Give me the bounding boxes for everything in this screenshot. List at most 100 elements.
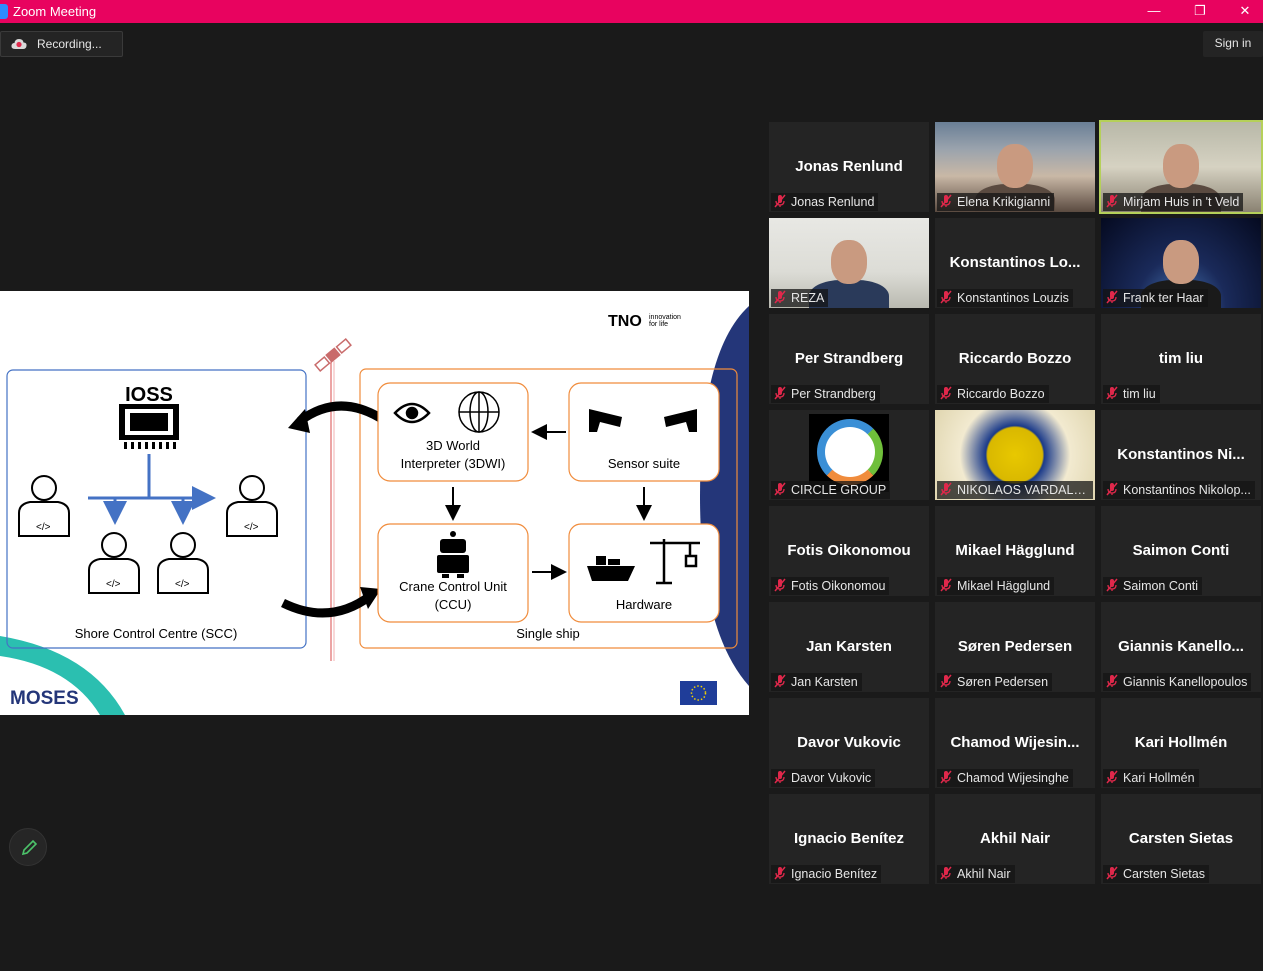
- teal-arc-decoration: [0, 636, 125, 715]
- operator-icon: </> </> </> </>: [18, 475, 278, 594]
- participant-name: Per Strandberg: [791, 387, 876, 401]
- participant-tile[interactable]: tim liu tim liu: [1101, 314, 1261, 404]
- sensor-box: [568, 382, 720, 482]
- participant-name-label: Elena Krikigianni: [937, 193, 1055, 211]
- muted-mic-icon: [940, 290, 952, 304]
- participant-display-name: Ignacio Benítez: [793, 830, 905, 847]
- minimize-button[interactable]: —: [1147, 3, 1161, 18]
- scc-label: Shore Control Centre (SCC): [75, 626, 238, 641]
- participant-display-name: Jonas Renlund: [795, 158, 903, 175]
- participant-name: Carsten Sietas: [1123, 867, 1205, 881]
- participant-display-name: Saimon Conti: [1132, 542, 1230, 559]
- participant-display-name: tim liu: [1158, 350, 1204, 367]
- recording-indicator[interactable]: Recording...: [0, 31, 123, 57]
- participant-tile[interactable]: NIKOLAOS VARDALA...: [935, 410, 1095, 500]
- participant-name-label: Riccardo Bozzo: [937, 385, 1049, 403]
- curved-arrow-to-scc: [297, 401, 388, 425]
- participant-display-name: Kari Hollmén: [1134, 734, 1228, 751]
- participant-display-name: Jan Karsten: [806, 638, 892, 655]
- navy-arc-decoration: [700, 306, 749, 686]
- globe-icon: [458, 391, 500, 433]
- participant-display-name: Chamod Wijesin...: [950, 734, 1080, 751]
- participant-name: NIKOLAOS VARDALA...: [957, 483, 1093, 497]
- muted-mic-icon: [1106, 482, 1118, 496]
- participant-name-label: Saimon Conti: [1103, 577, 1203, 595]
- svg-text:</>: </>: [244, 522, 259, 533]
- participant-tile[interactable]: Konstantinos Ni...Konstantinos Nikolop..…: [1101, 410, 1261, 500]
- participant-tile[interactable]: Frank ter Haar: [1101, 218, 1261, 308]
- participant-name-label: Konstantinos Louzis: [937, 289, 1073, 307]
- muted-mic-icon: [940, 386, 952, 400]
- participant-tile[interactable]: Giannis Kanello...Giannis Kanellopoulos: [1101, 602, 1261, 692]
- participant-name-label: Giannis Kanellopoulos: [1103, 673, 1252, 691]
- participant-name: Giannis Kanellopoulos: [1123, 675, 1248, 689]
- muted-mic-icon: [774, 674, 786, 688]
- svg-text:</>: </>: [175, 579, 190, 590]
- participant-tile[interactable]: Konstantinos Lo... Konstantinos Louzis: [935, 218, 1095, 308]
- participant-name: REZA: [791, 291, 825, 305]
- participant-name: Elena Krikigianni: [957, 195, 1051, 209]
- sign-in-button[interactable]: Sign in: [1203, 31, 1263, 57]
- muted-mic-icon: [1106, 674, 1118, 688]
- window-titlebar: Zoom Meeting — ❐ ✕: [0, 0, 1263, 23]
- participant-name: Mikael Hägglund: [957, 579, 1051, 593]
- participant-name: Mirjam Huis in 't Veld: [1123, 195, 1240, 209]
- participant-name: Søren Pedersen: [957, 675, 1049, 689]
- zoom-logo-icon: [0, 4, 8, 19]
- participant-tile[interactable]: CIRCLE GROUP: [769, 410, 929, 500]
- crane-icon: [650, 539, 700, 585]
- participant-name-label: Chamod Wijesinghe: [937, 769, 1073, 787]
- participant-name-label: Ignacio Benítez: [771, 865, 882, 883]
- participant-name: Jonas Renlund: [791, 195, 875, 209]
- participant-name-label: tim liu: [1103, 385, 1160, 403]
- participant-name-label: Mirjam Huis in 't Veld: [1103, 193, 1244, 211]
- window-title: Zoom Meeting: [13, 4, 97, 19]
- muted-mic-icon: [774, 194, 786, 208]
- participant-name: Chamod Wijesinghe: [957, 771, 1069, 785]
- participant-display-name: Søren Pedersen: [957, 638, 1073, 655]
- participant-tile[interactable]: Chamod Wijesin... Chamod Wijesinghe: [935, 698, 1095, 788]
- participant-figure: [831, 240, 867, 284]
- hardware-label: Hardware: [616, 597, 672, 612]
- participant-name-label: REZA: [771, 289, 829, 307]
- participant-name-label: Per Strandberg: [771, 385, 880, 403]
- participant-display-name: Akhil Nair: [979, 830, 1051, 847]
- participant-name-label: Kari Hollmén: [1103, 769, 1199, 787]
- annotate-button[interactable]: [9, 828, 47, 866]
- moses-logo: MOSES: [10, 688, 79, 709]
- participant-name-label: Konstantinos Nikolop...: [1103, 481, 1255, 499]
- participant-name: Kari Hollmén: [1123, 771, 1195, 785]
- participant-tile[interactable]: Elena Krikigianni: [935, 122, 1095, 212]
- participant-name: Davor Vukovic: [791, 771, 872, 785]
- cloud-recording-icon: [11, 39, 27, 49]
- muted-mic-icon: [774, 386, 786, 400]
- participant-display-name: Carsten Sietas: [1128, 830, 1234, 847]
- participant-name-label: Fotis Oikonomou: [771, 577, 890, 595]
- participant-display-name: Konstantinos Lo...: [949, 254, 1081, 271]
- 3dwi-label-1: 3D World: [426, 438, 480, 453]
- participant-tile[interactable]: Mirjam Huis in 't Veld: [1099, 120, 1263, 214]
- participant-tile[interactable]: REZA: [769, 218, 929, 308]
- muted-mic-icon: [774, 578, 786, 592]
- tno-logo: TNO: [608, 313, 642, 330]
- close-button[interactable]: ✕: [1239, 3, 1251, 18]
- participant-name: Frank ter Haar: [1123, 291, 1204, 305]
- muted-mic-icon: [1106, 578, 1118, 592]
- restore-button[interactable]: ❐: [1194, 3, 1206, 18]
- muted-mic-icon: [1106, 866, 1118, 880]
- muted-mic-icon: [940, 482, 952, 496]
- participant-name: Jan Karsten: [791, 675, 858, 689]
